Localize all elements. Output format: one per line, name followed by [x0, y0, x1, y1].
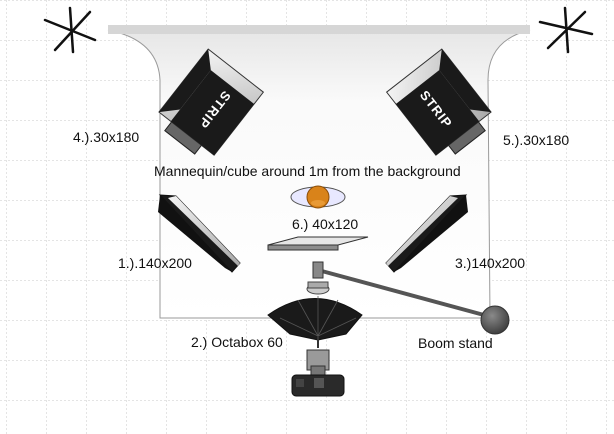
- backdrop-stand-left: [43, 6, 97, 54]
- label-strip-right: 5.).30x180: [503, 132, 569, 148]
- label-softbox-right: 3.)140x200: [455, 255, 525, 271]
- octabox: [267, 296, 363, 348]
- label-subject: Mannequin/cube around 1m from the backgr…: [154, 163, 461, 179]
- strip-light-right: STRIP: [385, 48, 492, 156]
- softbox-right: [385, 194, 468, 273]
- camera-icon: [291, 349, 345, 397]
- subject: [290, 185, 346, 209]
- backdrop-stand-right: [538, 6, 594, 54]
- label-strip-left: 4.).30x180: [73, 129, 139, 145]
- boom-stand: [306, 261, 510, 335]
- label-boom: Boom stand: [418, 335, 493, 351]
- strip-light-left: STRIP: [158, 48, 265, 156]
- label-softbox-left: 1.).140x200: [118, 255, 192, 271]
- softbox-left: [158, 194, 241, 273]
- label-octabox: 2.) Octabox 60: [191, 334, 283, 350]
- label-table: 6.) 40x120: [292, 216, 358, 232]
- table: [267, 236, 369, 251]
